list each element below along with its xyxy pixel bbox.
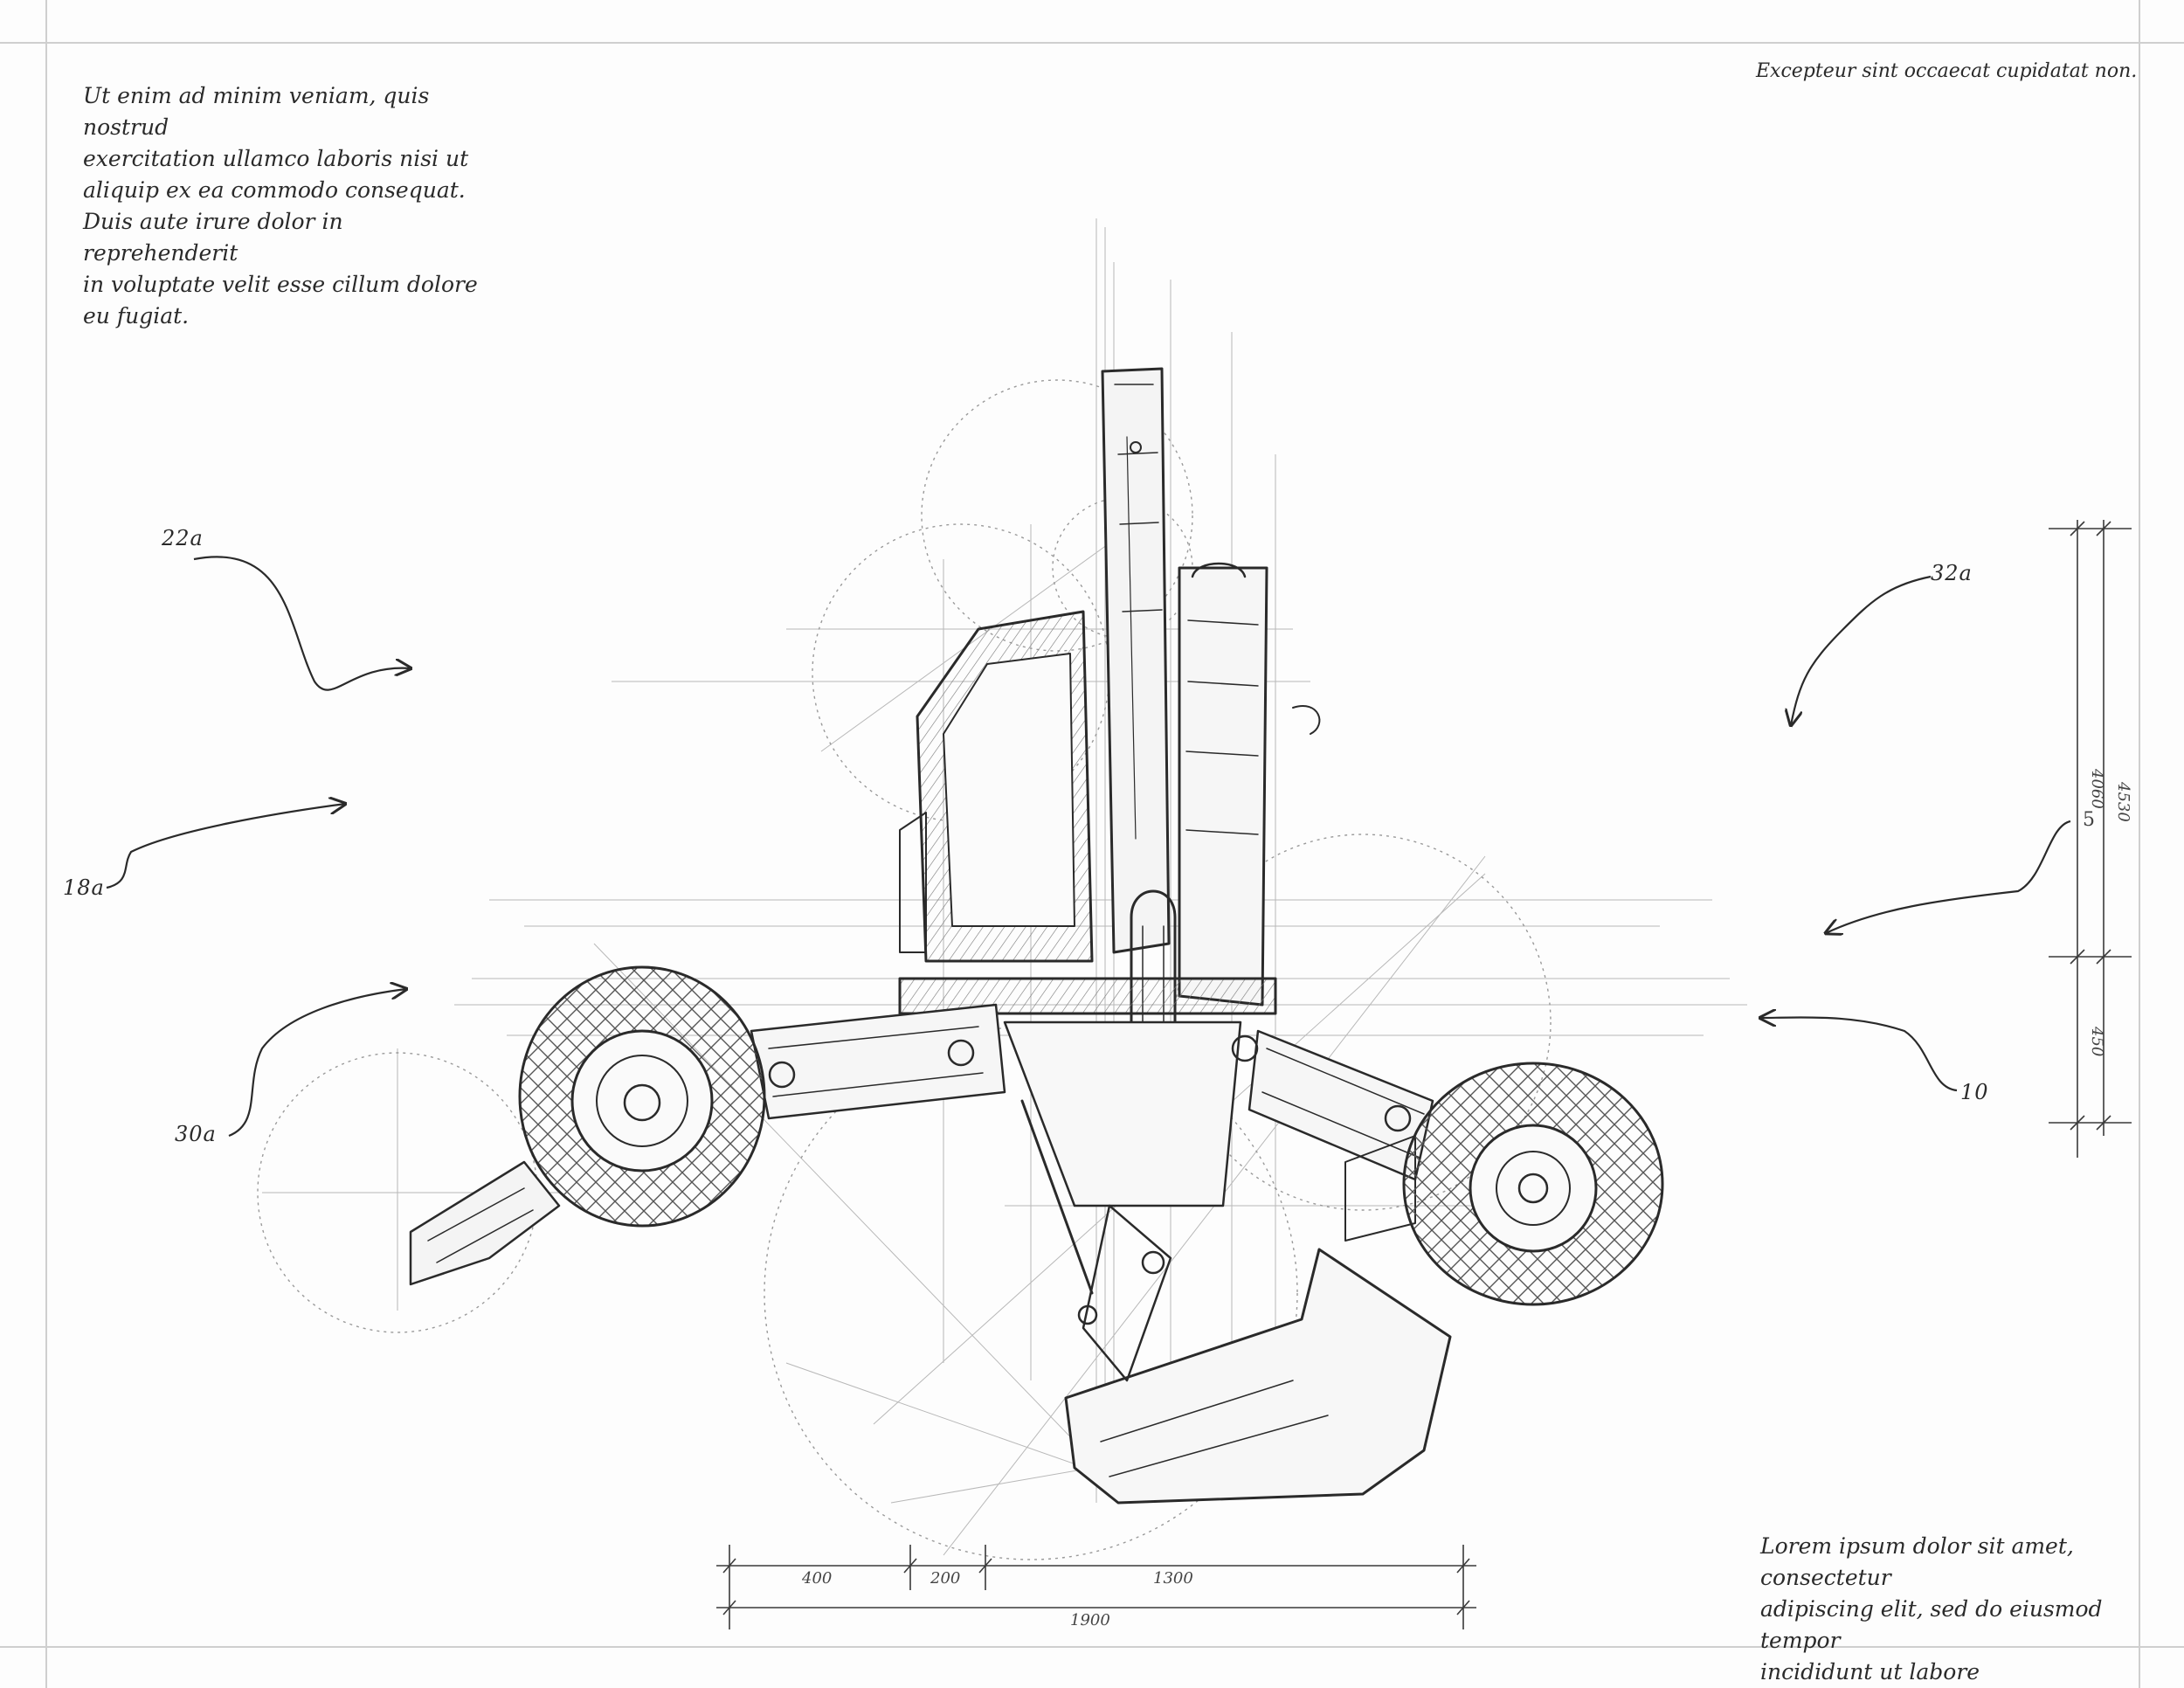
- ref-label-22a: 22a: [162, 526, 204, 550]
- frame-bottom-line: [0, 1646, 2184, 1648]
- note-bottom-right: Lorem ipsum dolor sit amet, consectetur …: [1760, 1533, 2103, 1685]
- dim-label-400: 400: [801, 1569, 832, 1588]
- frame-left-line: [45, 0, 47, 1688]
- ref-label-30a: 30a: [175, 1122, 217, 1146]
- ref-label-18a: 18a: [63, 875, 105, 900]
- dim-label-200: 200: [930, 1569, 960, 1588]
- dim-label-450: 450: [2088, 1026, 2106, 1056]
- right-dimension-chain: [2049, 520, 2132, 1158]
- frame-right-line: [2139, 0, 2140, 1688]
- ref-label-32a: 32a: [1931, 561, 1973, 585]
- excavator-illustration: [409, 367, 1664, 1505]
- dim-label-total-right: 4530: [2114, 781, 2132, 822]
- dim-label-total-bottom: 1900: [1070, 1611, 1110, 1629]
- note-top-left: Ut enim ad minim veniam, quis nostrud ex…: [83, 83, 478, 329]
- dim-label-1300: 1300: [1153, 1569, 1193, 1588]
- pointer-arrows: [106, 556, 2071, 1138]
- bottom-dimension-chain: [716, 1545, 1476, 1629]
- note-top-right: Excepteur sint occaecat cupidatat non.: [1756, 60, 2138, 82]
- frame-top-line: [0, 42, 2184, 44]
- dim-label-mark-5: 5: [2083, 809, 2095, 831]
- ref-label-10: 10: [1960, 1080, 1989, 1104]
- dim-label-4060: 4060: [2088, 768, 2106, 809]
